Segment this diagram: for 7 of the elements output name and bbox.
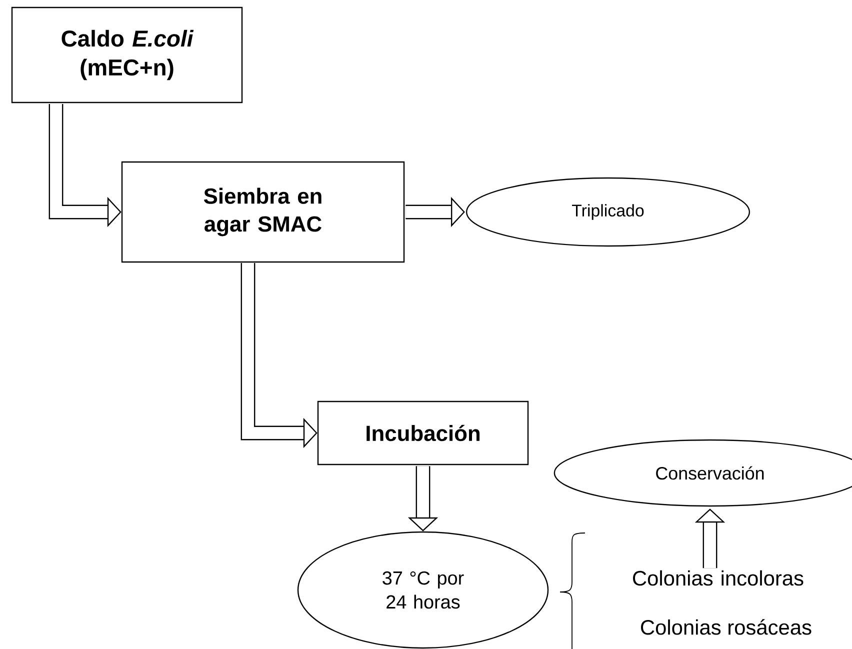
- label-text: Colonias rosáceas: [641, 619, 812, 635]
- process-box: Incubación: [317, 400, 529, 466]
- process-box: Siembra en agar SMAC: [121, 161, 405, 263]
- ellipse-node: Triplicado: [466, 177, 750, 247]
- node-text: Colonias incoloras: [633, 570, 804, 586]
- ellipse-node: 37 °C por 24 horas: [297, 531, 549, 649]
- process-box: Caldo E.coli (mEC+n): [11, 6, 243, 104]
